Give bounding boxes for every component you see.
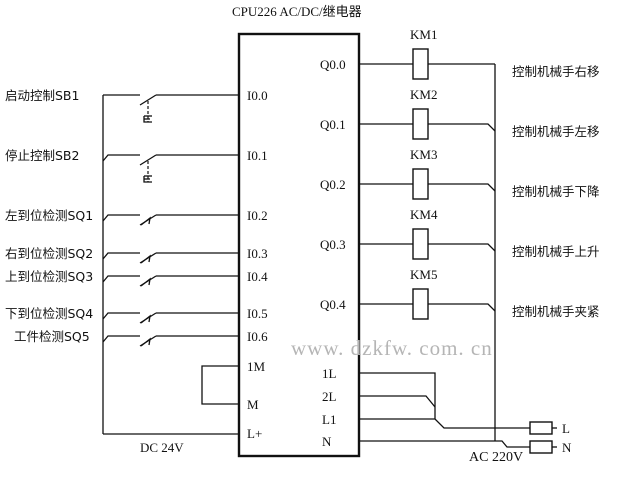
output-function-label: 控制机械手左移 <box>512 124 600 139</box>
l1-wire <box>359 418 530 429</box>
watermark: www. dzkfw. com. cn <box>291 336 493 360</box>
input-row: 停止控制SB2 I0.1 <box>5 148 268 183</box>
output-wire <box>428 303 496 312</box>
input-wire <box>102 312 140 320</box>
output-function-label: 控制机械手右移 <box>512 64 600 79</box>
ac-supply-label: AC 220V <box>469 450 523 465</box>
input-row: 上到位检测SQ3 I0.4 <box>5 269 268 287</box>
input-wire <box>102 335 140 343</box>
relay-coil-icon <box>412 48 429 80</box>
input-label: 停止控制SB2 <box>5 148 79 163</box>
output-terminal: Q0.0 <box>320 57 346 72</box>
coil-label: KM2 <box>410 87 437 102</box>
output-terminal: Q0.1 <box>320 117 346 132</box>
input-row: 右到位检测SQ2 I0.3 <box>5 246 268 264</box>
input-wire <box>102 275 140 283</box>
input-row: 左到位检测SQ1 I0.2 <box>5 208 268 226</box>
input-terminal: I0.2 <box>247 208 268 223</box>
fuse-n <box>529 440 553 454</box>
output-terminal: Q0.2 <box>320 177 346 192</box>
input-label: 上到位检测SQ3 <box>5 269 93 284</box>
1l-wire <box>359 372 436 419</box>
terminal-m: M <box>247 397 259 412</box>
terminal-lplus: L+ <box>247 426 262 441</box>
limit-switch-icon <box>140 254 151 264</box>
output-wire <box>428 243 496 252</box>
input-label: 工件检测SQ5 <box>14 329 90 344</box>
output-function-label: 控制机械手下降 <box>512 184 600 199</box>
coil-label: KM3 <box>410 147 437 162</box>
fuse-label-n: N <box>562 440 572 455</box>
switch-contact <box>139 154 157 166</box>
output-terminal: Q0.3 <box>320 237 346 252</box>
terminal-l1: L1 <box>322 412 336 427</box>
terminal-2l: 2L <box>322 389 337 404</box>
output-function-label: 控制机械手夹紧 <box>512 304 600 319</box>
pushbutton-head-icon <box>143 176 152 183</box>
relay-coil-icon <box>412 108 429 140</box>
input-wire <box>102 154 140 162</box>
relay-coil-icon <box>412 288 429 320</box>
input-label: 右到位检测SQ2 <box>5 246 93 261</box>
switch-contact <box>139 94 157 106</box>
terminal-n: N <box>322 434 332 449</box>
output-row: Q0.0 KM1 控制机械手右移 <box>320 27 600 80</box>
2l-wire <box>359 395 436 408</box>
dc-supply-label: DC 24V <box>140 440 184 455</box>
output-wire <box>428 123 496 132</box>
coil-label: KM5 <box>410 267 437 282</box>
input-wire <box>102 214 140 222</box>
plc-cpu-box <box>237 32 361 458</box>
fuse-l <box>529 421 553 435</box>
input-terminal: I0.4 <box>247 269 268 284</box>
output-row: Q0.4 KM5 控制机械手夹紧 <box>320 267 600 320</box>
input-label: 左到位检测SQ1 <box>5 208 93 223</box>
pushbutton-head-icon <box>143 116 152 123</box>
output-wire <box>428 183 496 192</box>
coil-label: KM1 <box>410 27 437 42</box>
output-row: Q0.1 KM2 控制机械手左移 <box>320 87 600 140</box>
input-row: 工件检测SQ5 I0.6 <box>14 329 268 347</box>
relay-coil-icon <box>412 168 429 200</box>
input-label: 下到位检测SQ4 <box>5 306 93 321</box>
1m-m-jumper <box>201 365 239 405</box>
limit-switch-icon <box>140 277 151 287</box>
input-wire <box>102 252 140 260</box>
output-row: Q0.2 KM3 控制机械手下降 <box>320 147 600 200</box>
input-terminal: I0.3 <box>247 246 268 261</box>
input-terminal: I0.6 <box>247 329 268 344</box>
outputs-group: Q0.0 KM1 控制机械手右移 Q0.1 KM2 控制机械手左移 Q0.2 KM3 控制机械手… <box>320 27 600 320</box>
diagram-title: CPU226 AC/DC/继电器 <box>232 4 362 19</box>
input-terminal: I0.0 <box>247 88 268 103</box>
input-row: 启动控制SB1 I0.0 <box>5 88 268 123</box>
input-label: 启动控制SB1 <box>5 88 79 103</box>
n-wire <box>359 440 530 448</box>
limit-switch-icon <box>140 337 151 347</box>
output-row: Q0.3 KM4 控制机械手上升 <box>320 207 600 260</box>
input-terminal: I0.1 <box>247 148 268 163</box>
output-function-label: 控制机械手上升 <box>512 244 600 259</box>
terminal-1m: 1M <box>247 359 266 374</box>
relay-coil-icon <box>412 228 429 260</box>
input-terminal: I0.5 <box>247 306 268 321</box>
fuse-label-l: L <box>562 421 570 436</box>
inputs-group: 启动控制SB1 I0.0 停止控制SB2 I0.1 左到位检测SQ1 I0.2 右到位检测S… <box>5 88 268 347</box>
terminal-1l: 1L <box>322 366 337 381</box>
limit-switch-icon <box>140 314 151 324</box>
input-row: 下到位检测SQ4 I0.5 <box>5 306 268 324</box>
output-terminal: Q0.4 <box>320 297 346 312</box>
limit-switch-icon <box>140 216 151 226</box>
coil-label: KM4 <box>410 207 438 222</box>
